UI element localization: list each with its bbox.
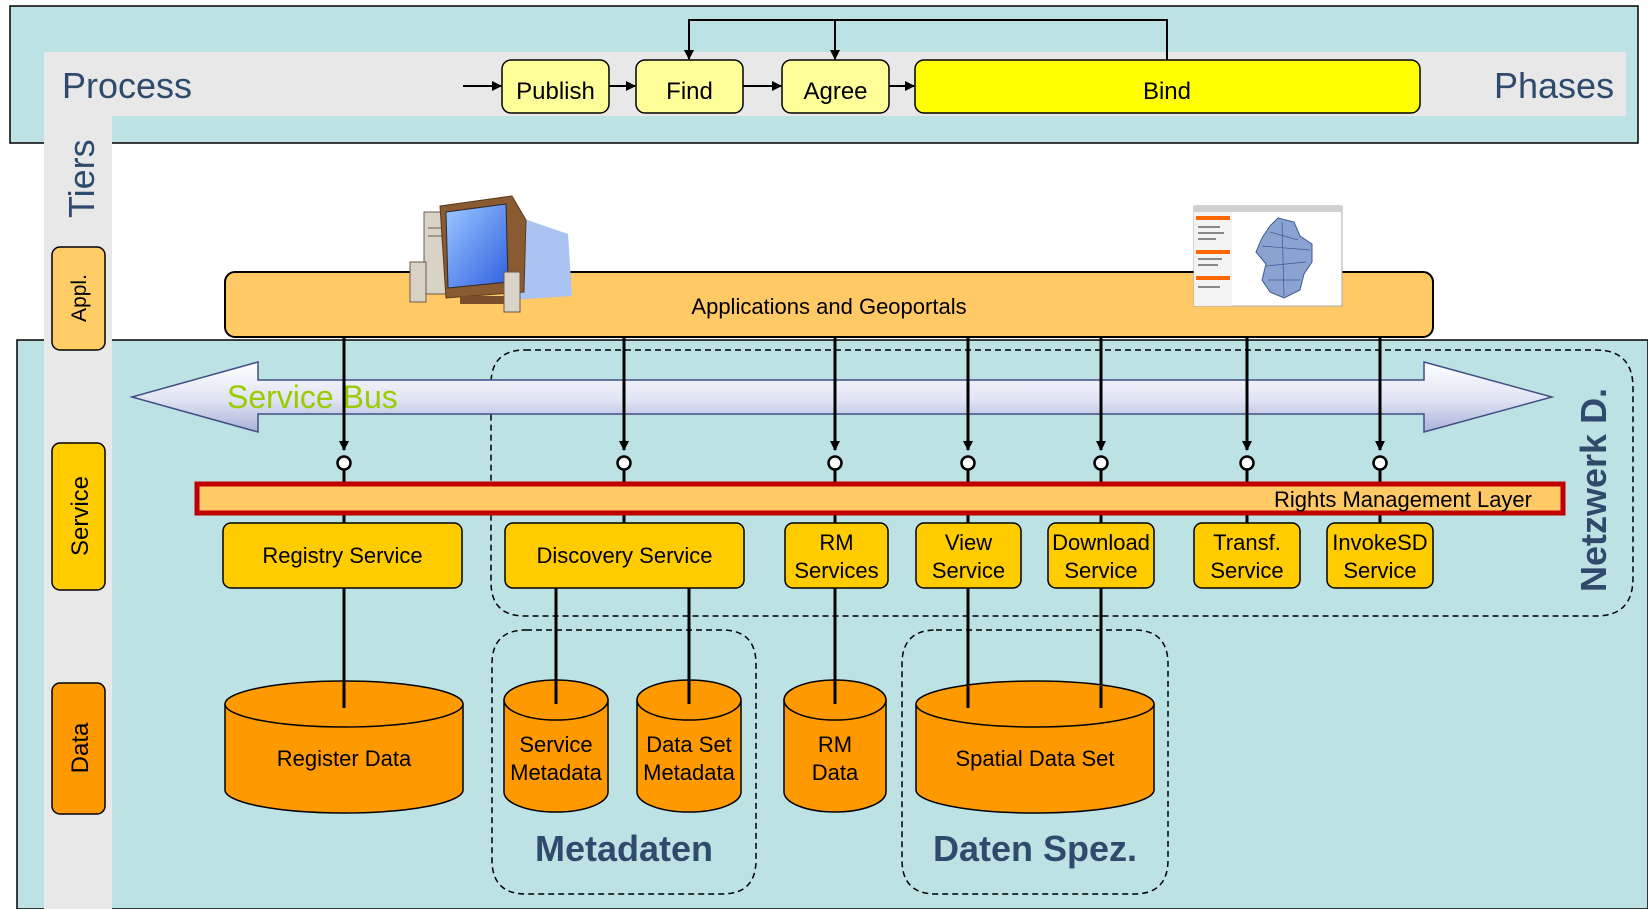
process-panel: Process Phases Publish Find Agree Bind: [9, 5, 1639, 144]
rights-management-label: Rights Management Layer: [1274, 487, 1532, 512]
service-rm-label-1: RM: [819, 530, 853, 555]
service-discovery-label: Discovery Service: [536, 543, 712, 568]
service-download-label-2: Service: [1064, 558, 1137, 583]
tiers-label: Tiers: [61, 139, 102, 218]
tier-service-label: Service: [67, 476, 94, 556]
service-view-label-1: View: [945, 530, 992, 555]
service-rm-label-2: Services: [794, 558, 878, 583]
computer-icon: [409, 195, 572, 313]
datastore-dataset-metadata-label-2: Metadata: [643, 760, 735, 785]
datastore-spatial[interactable]: Spatial Data Set: [915, 680, 1155, 814]
tier-appl-label: Appl.: [68, 274, 91, 322]
datastore-rm-data-label-1: RM: [818, 732, 852, 757]
step-publish-label: Publish: [516, 78, 595, 105]
step-agree-label: Agree: [803, 78, 867, 105]
service-invokesd-label-2: Service: [1343, 558, 1416, 583]
rights-management-layer: Rights Management Layer: [194, 481, 1566, 516]
tier-service: Service: [51, 442, 106, 591]
step-publish[interactable]: Publish: [501, 59, 610, 114]
metadaten-region: [491, 629, 757, 895]
service-download[interactable]: Download Service: [1047, 522, 1155, 589]
service-rm[interactable]: RM Services: [784, 522, 889, 589]
service-registry-label: Registry Service: [262, 543, 422, 568]
step-bind-label: Bind: [1143, 78, 1191, 105]
service-connectors: [339, 337, 1385, 451]
geoportal-map-icon: [1193, 205, 1343, 307]
service-discovery[interactable]: Discovery Service: [504, 522, 745, 589]
datastore-dataset-metadata-label-1: Data Set: [646, 732, 732, 757]
datastore-service-metadata-label-1: Service: [519, 732, 592, 757]
service-invokesd-label-1: InvokeSD: [1332, 530, 1427, 555]
interface-circles: [336, 455, 1388, 471]
main-panel: [16, 339, 1648, 909]
tier-data-label: Data: [67, 722, 94, 773]
service-transf-label-1: Transf.: [1213, 530, 1281, 555]
datastore-rm-data[interactable]: RM Data: [783, 679, 887, 813]
netzwerk-region: [490, 349, 1634, 617]
tier-data: Data: [51, 682, 106, 815]
process-label: Process: [62, 65, 192, 106]
datastore-spatial-label: Spatial Data Set: [956, 746, 1115, 771]
step-bind[interactable]: Bind: [914, 59, 1421, 114]
service-view-label-2: Service: [932, 558, 1005, 583]
step-find[interactable]: Find: [635, 59, 744, 114]
service-bus-label: Service Bus: [227, 379, 398, 415]
datastore-service-metadata-label-2: Metadata: [510, 760, 602, 785]
tier-appl: Appl.: [51, 246, 106, 351]
service-transf[interactable]: Transf. Service: [1193, 522, 1301, 589]
service-download-label-1: Download: [1052, 530, 1150, 555]
service-bus: Service Bus: [129, 361, 1555, 433]
step-agree[interactable]: Agree: [781, 59, 890, 114]
datastore-dataset-metadata[interactable]: Data Set Metadata: [636, 679, 742, 813]
service-view[interactable]: View Service: [915, 522, 1022, 589]
datastore-rm-data-label-2: Data: [812, 760, 859, 785]
netzwerk-label: Netzwerk D.: [1573, 388, 1614, 592]
datastore-register[interactable]: Register Data: [224, 680, 464, 814]
datastore-service-metadata[interactable]: Service Metadata: [503, 679, 609, 813]
step-arrows: [463, 19, 1168, 91]
datastore-register-label: Register Data: [277, 746, 412, 771]
service-registry[interactable]: Registry Service: [222, 522, 463, 589]
service-transf-label-2: Service: [1210, 558, 1283, 583]
daten-spez-region: [901, 629, 1169, 895]
service-invokesd[interactable]: InvokeSD Service: [1326, 522, 1434, 589]
phases-label: Phases: [1494, 65, 1614, 106]
daten-spez-label: Daten Spez.: [933, 828, 1137, 869]
applications-label: Applications and Geoportals: [691, 294, 966, 319]
step-find-label: Find: [666, 78, 713, 105]
metadaten-label: Metadaten: [535, 828, 713, 869]
